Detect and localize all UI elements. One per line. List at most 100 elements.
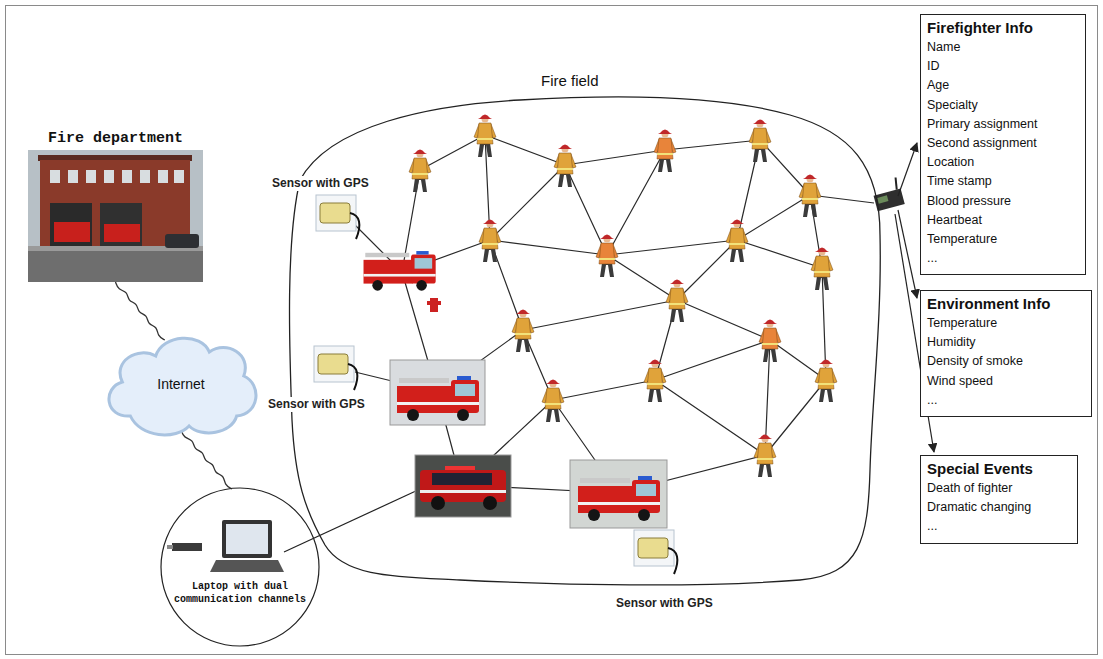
- firefighter: [666, 280, 688, 323]
- firefighter: [644, 360, 666, 403]
- info-box: Firefighter InfoNameIDAgeSpecialtyPrimar…: [920, 14, 1086, 275]
- firefighter: [409, 150, 431, 193]
- node-title: Environment Info: [927, 294, 1083, 314]
- firefighter: [799, 175, 821, 218]
- parked-truck: [54, 222, 90, 242]
- hydrant: [427, 301, 441, 305]
- sensor-label: Sensor with GPS: [270, 176, 371, 191]
- node-title: Special Events: [927, 459, 1069, 479]
- list-item: ...: [927, 249, 1077, 268]
- list-item: Temperature: [927, 314, 1083, 333]
- suv-wheel: [483, 496, 497, 510]
- firefighter: [512, 310, 534, 353]
- gps-sensor: [316, 195, 359, 239]
- sensor-label: Sensor with GPS: [266, 397, 367, 412]
- gps-sensor: [316, 195, 359, 239]
- info-box: Environment InfoTemperatureHumidityDensi…: [920, 290, 1092, 417]
- suv-lightbar: [445, 466, 475, 470]
- list-item: Age: [927, 76, 1077, 95]
- building-node: Fire department: [28, 130, 203, 282]
- fire-truck: [397, 376, 479, 421]
- firefighter: [542, 380, 564, 423]
- firefighter: [654, 130, 676, 173]
- node-title: Firefighter Info: [927, 18, 1077, 38]
- firefighter: [596, 235, 618, 278]
- list-item: Wind speed: [927, 372, 1083, 391]
- laptop-display: [226, 524, 268, 554]
- field-outline: [289, 97, 880, 585]
- photo-sky: [28, 150, 203, 282]
- fire-truck: [364, 251, 436, 291]
- list-item: Density of smoke: [927, 352, 1083, 371]
- node-title: Fire field: [538, 72, 602, 90]
- list-item: Primary assignment: [927, 115, 1077, 134]
- laptop-base: [210, 560, 284, 572]
- gps-sensor: [634, 530, 677, 574]
- gps-sensor: [314, 346, 357, 390]
- list-item: Heartbeat: [927, 211, 1077, 230]
- circle-shape: [160, 487, 320, 647]
- wavy-link: [181, 430, 232, 489]
- device-panel: [877, 195, 888, 203]
- firefighter: [754, 435, 776, 478]
- field-region: Fire field: [283, 70, 885, 650]
- parked-truck: [104, 224, 140, 242]
- parked-car: [165, 234, 199, 248]
- node-title: Laptop with dual communication channels: [170, 580, 310, 606]
- circle-outline: [161, 488, 319, 646]
- list-item: Time stamp: [927, 172, 1077, 191]
- suv-wheel: [431, 496, 445, 510]
- radio-device: [172, 543, 202, 551]
- network-links: [352, 135, 874, 493]
- firefighter: [554, 145, 576, 188]
- list-item: Dramatic changing: [927, 498, 1069, 517]
- field-shape: [283, 70, 885, 650]
- gps-sensor: [314, 346, 357, 390]
- list-item: Blood pressure: [927, 192, 1077, 211]
- list-item: Temperature: [927, 230, 1077, 249]
- list-item: Specialty: [927, 96, 1077, 115]
- fire-truck: [578, 476, 660, 521]
- suv-window: [432, 473, 492, 485]
- list-item: ...: [927, 517, 1069, 536]
- node-title: Internet: [157, 376, 204, 393]
- device-antenna: [894, 177, 899, 189]
- image-frame: [6, 6, 1098, 655]
- network-cloud: Internet: [100, 326, 262, 442]
- laptop-screen: [222, 520, 272, 558]
- suv-stripe: [420, 490, 506, 493]
- list-item: ID: [927, 57, 1077, 76]
- info-box: Special EventsDeath of fighterDramatic c…: [920, 455, 1078, 544]
- data-arrow: [898, 143, 917, 196]
- node-title: Fire department: [28, 130, 203, 148]
- list-item: Humidity: [927, 333, 1083, 352]
- building-windows: [50, 170, 184, 183]
- garage-door: [100, 203, 142, 246]
- wavy-link: [116, 282, 165, 340]
- fire-truck: [397, 376, 479, 421]
- firefighter: [474, 115, 496, 158]
- list-item: Location: [927, 153, 1077, 172]
- firefighter: [815, 360, 837, 403]
- firefighter: [749, 120, 771, 163]
- list-item: Name: [927, 38, 1077, 57]
- cloud-outline: [109, 338, 256, 435]
- list-item: Second assignment: [927, 134, 1077, 153]
- laptop-circle: Laptop with dual communication channels: [160, 487, 320, 647]
- garage-door: [50, 203, 92, 246]
- sensor-label: Sensor with GPS: [614, 596, 715, 611]
- gps-sensor: [634, 530, 677, 574]
- radio-plug: [167, 545, 173, 549]
- firefighter: [811, 248, 833, 291]
- data-arrow: [898, 210, 917, 298]
- firefighter: [726, 220, 748, 263]
- list-item: Death of fighter: [927, 479, 1069, 498]
- firefighter: [479, 220, 501, 263]
- truck-photo: [390, 360, 485, 425]
- firefighter: [759, 320, 781, 363]
- truck-photo: [570, 460, 667, 528]
- list-item: ...: [927, 391, 1083, 410]
- fire-truck: [364, 251, 436, 291]
- suv-photo: [415, 455, 511, 517]
- fire-truck: [578, 476, 660, 521]
